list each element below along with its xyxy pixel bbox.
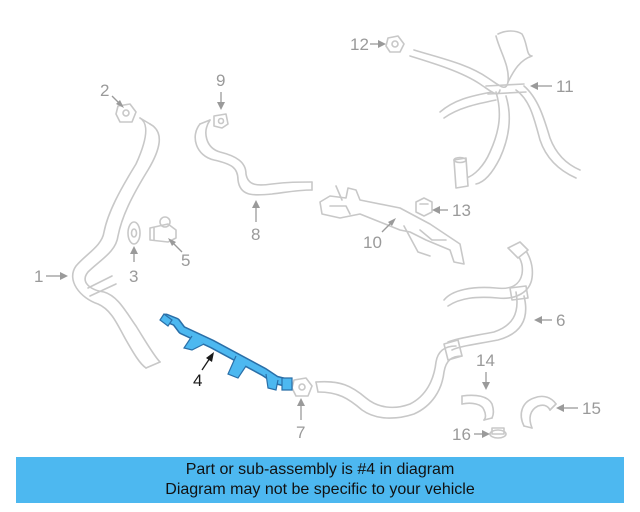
part-7-clamp[interactable] <box>291 377 313 397</box>
parts-diagram: 1 2 3 5 9 8 10 13 12 <box>34 30 601 444</box>
callout-12: 12 <box>350 35 386 54</box>
banner-line-2: Diagram may not be specific to your vehi… <box>165 481 475 498</box>
callout-16: 16 <box>452 425 490 444</box>
callout-13: 13 <box>432 201 471 220</box>
callout-8: 8 <box>251 200 260 244</box>
callout-label: 7 <box>296 423 305 442</box>
callout-label: 5 <box>181 251 190 270</box>
part-14-hose[interactable] <box>461 394 495 421</box>
bottom-hose[interactable] <box>315 339 463 419</box>
part-9-clamp[interactable] <box>213 113 229 129</box>
callout-4: 4 <box>193 352 214 390</box>
callout-6: 6 <box>534 311 565 330</box>
callout-label: 3 <box>129 267 138 286</box>
banner-line-1: Part or sub-assembly is #4 in diagram <box>185 461 455 478</box>
part-16-grommet[interactable] <box>489 427 507 439</box>
callout-label: 1 <box>34 267 43 286</box>
callout-3: 3 <box>129 246 138 286</box>
highlighted-callout-label: 4 <box>193 371 202 390</box>
part-2-clamp[interactable] <box>115 103 137 123</box>
part-3-gasket[interactable] <box>127 221 141 245</box>
part-15-hose[interactable] <box>520 395 557 429</box>
callout-label: 11 <box>556 77 574 96</box>
callout-label: 2 <box>100 81 109 100</box>
part-4-pipe[interactable] <box>159 313 293 391</box>
callout-5: 5 <box>168 238 190 270</box>
part-6-hose[interactable] <box>443 241 534 351</box>
callout-label: 10 <box>363 233 382 252</box>
callout-9: 9 <box>216 71 225 110</box>
part-12-clamp[interactable] <box>385 35 405 53</box>
callout-label: 9 <box>216 71 225 90</box>
callout-label: 6 <box>556 311 565 330</box>
callout-label: 16 <box>452 425 471 444</box>
callout-label: 15 <box>582 399 601 418</box>
callout-label: 14 <box>476 351 495 370</box>
callout-7: 7 <box>296 398 305 442</box>
info-banner: Part or sub-assembly is #4 in diagram Di… <box>16 457 624 503</box>
callout-2: 2 <box>100 81 124 108</box>
callout-1: 1 <box>34 267 68 286</box>
callout-15: 15 <box>556 399 601 418</box>
part-11-hose[interactable] <box>409 30 581 189</box>
callout-label: 12 <box>350 35 369 54</box>
callout-11: 11 <box>530 77 574 96</box>
part-1-hose[interactable] <box>71 117 161 369</box>
part-13-nut[interactable] <box>415 197 433 217</box>
part-8-hose[interactable] <box>194 119 313 196</box>
callout-14: 14 <box>476 351 495 390</box>
part-5-fitting[interactable] <box>149 216 177 243</box>
callout-label: 8 <box>251 225 260 244</box>
callout-label: 13 <box>452 201 471 220</box>
callout-10: 10 <box>363 218 396 252</box>
